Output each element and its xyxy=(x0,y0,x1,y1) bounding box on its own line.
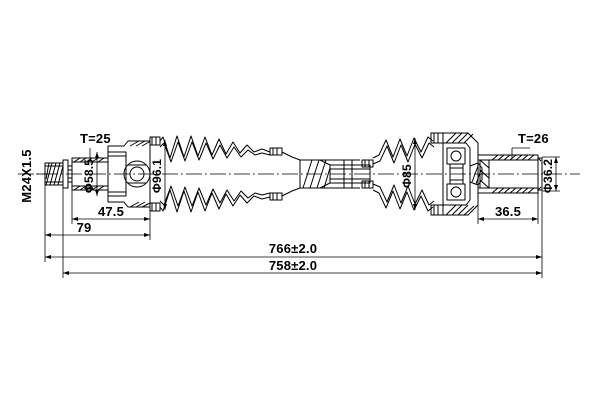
label-spline-left: T=25 xyxy=(80,131,111,146)
left-threaded-stub xyxy=(44,159,73,189)
label-spline-right: T=26 xyxy=(518,131,549,146)
dimension-overall-758: 758±2.0 xyxy=(269,258,317,273)
dimension-overall-766: 766±2.0 xyxy=(269,241,317,256)
center-shaft xyxy=(281,151,371,197)
dimension-lines xyxy=(36,138,560,278)
label-dia-left-joint: Φ58.5 xyxy=(82,159,96,193)
dimension-47-5: 47.5 xyxy=(98,204,124,219)
left-rubber-boot xyxy=(159,135,283,213)
right-cv-joint-housing xyxy=(442,132,483,216)
dimension-36-5: 36.5 xyxy=(495,204,521,219)
label-dia-boot-large: Φ96.1 xyxy=(150,159,164,193)
right-spline-stub xyxy=(477,154,543,194)
label-dia-right-stub: Φ36.2 xyxy=(541,159,555,193)
dimension-arrowheads xyxy=(45,138,558,275)
label-dia-right-joint: Φ85 xyxy=(400,164,414,188)
right-rubber-boot xyxy=(361,132,444,216)
left-cv-joint-housing xyxy=(107,136,161,212)
dimension-79: 79 xyxy=(77,220,92,235)
label-thread-left: M24X1.5 xyxy=(19,149,34,202)
